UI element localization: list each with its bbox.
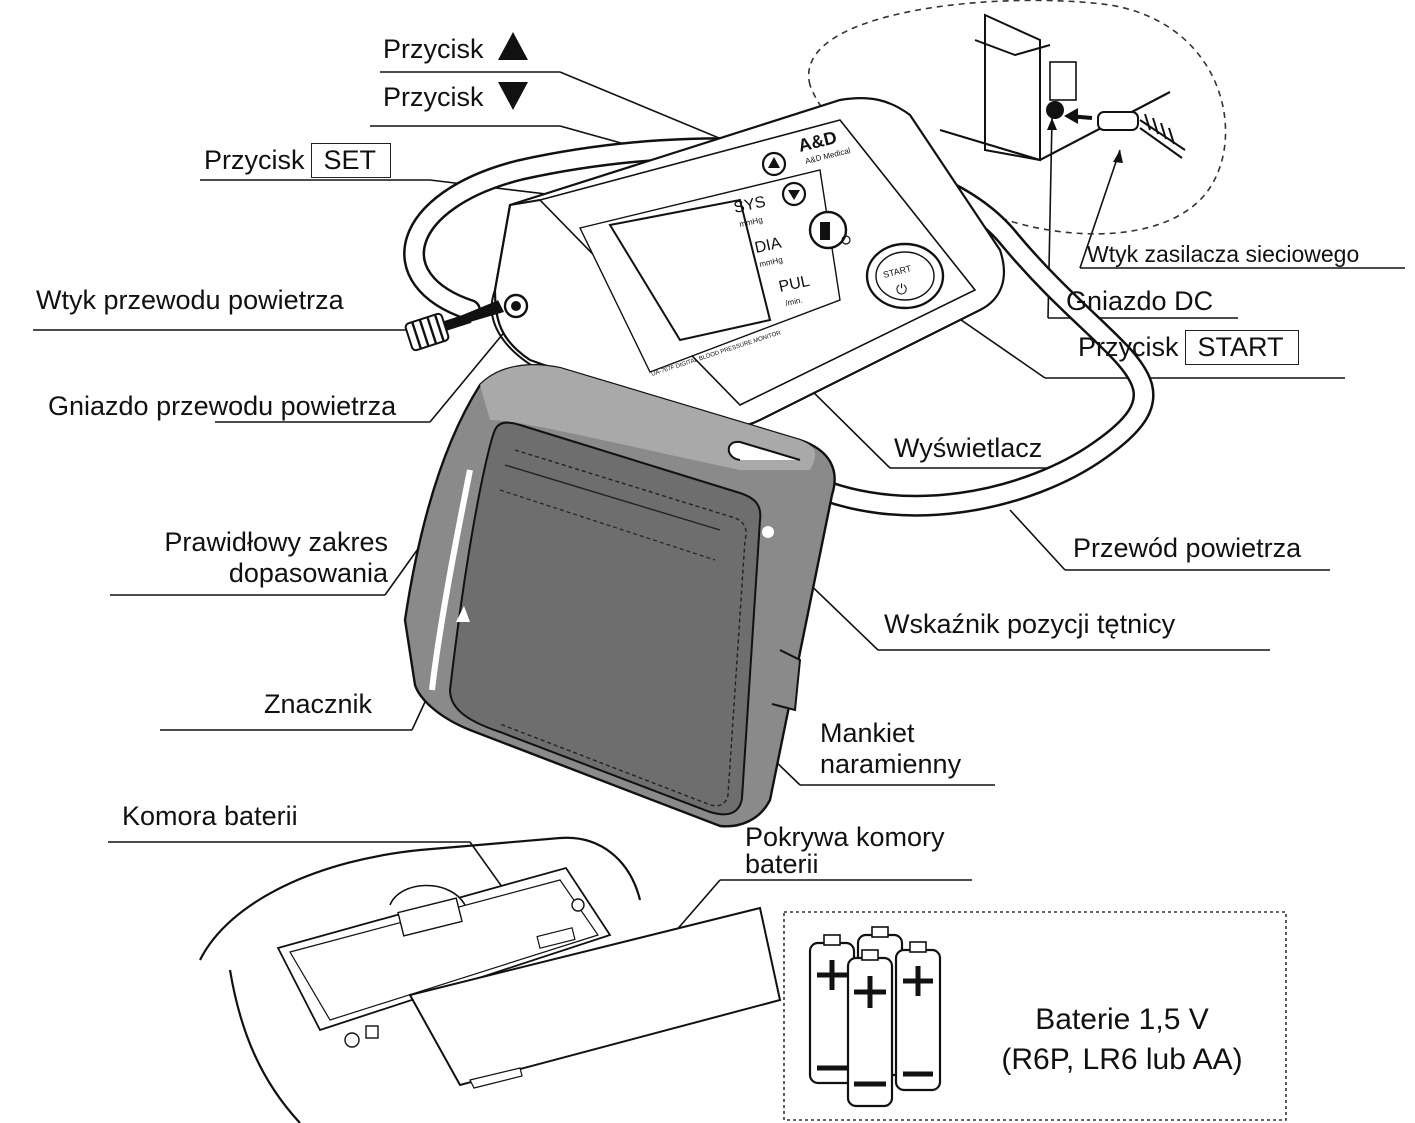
air-hose <box>403 137 1155 517</box>
pul-unit: /min. <box>785 296 804 308</box>
dia-label: DIA <box>753 235 783 257</box>
pul-label: PUL <box>777 273 811 296</box>
label-battery-cover-line1: Pokrywa komory <box>745 822 945 852</box>
battery-cover <box>408 906 782 1087</box>
arm-cuff <box>403 364 836 828</box>
battery-compartment <box>199 836 782 1123</box>
label-set-text: Przycisk <box>204 145 305 175</box>
label-fit-range-line2: dopasowania <box>228 558 388 588</box>
label-air-hose-plug: Wtyk przewodu powietrza <box>36 285 344 315</box>
label-air-hose: Przewód powietrza <box>1073 533 1302 563</box>
set-key-box: SET <box>310 143 392 178</box>
label-fit-range-line1: Prawidłowy zakres <box>164 527 388 557</box>
label-display: Wyświetlacz <box>894 433 1043 463</box>
battery-icon <box>808 926 942 1108</box>
label-cuff: Mankiet naramienny <box>820 718 961 780</box>
triangle-down-icon <box>497 82 528 110</box>
air-hose-plug <box>404 300 504 352</box>
triangle-up-icon <box>497 32 528 60</box>
label-battery-cover-line2: baterii <box>745 849 819 879</box>
label-dc-jack: Gniazdo DC <box>1066 286 1214 316</box>
power-icon: ⏻ <box>896 281 907 297</box>
label-marker: Znacznik <box>264 689 373 719</box>
monitor-body: A&D A&D Medical SYS mmHg DIA mmHg PUL /m… <box>490 97 1005 429</box>
label-artery-indicator: Wskaźnik pozycji tętnicy <box>884 609 1176 639</box>
label-down-text: Przycisk <box>383 82 484 112</box>
artery-marker <box>762 526 774 538</box>
label-ac-adapter-plug: Wtyk zasilacza sieciowego <box>1087 241 1360 267</box>
label-air-hose-socket: Gniazdo przewodu powietrza <box>48 391 397 421</box>
sys-label: SYS <box>732 194 767 217</box>
label-cuff-line1: Mankiet <box>820 718 915 748</box>
label-battery-cover: Pokrywa komory baterii <box>745 822 945 880</box>
index-marker <box>456 606 470 622</box>
label-up-text: Przycisk <box>383 34 484 64</box>
label-up-button: Przycisk <box>383 32 528 64</box>
label-battery-compartment: Komora baterii <box>122 801 298 831</box>
start-key <box>865 242 945 310</box>
label-fit-range: Prawidłowy zakres dopasowania <box>138 527 388 589</box>
start-key-box: START <box>1184 330 1299 365</box>
label-cuff-line2: naramienny <box>820 749 962 779</box>
battery-panel-line2: (R6P, LR6 lub AA) <box>1001 1043 1243 1076</box>
battery-panel-line1: Baterie 1,5 V <box>1035 1003 1209 1036</box>
label-down-button: Przycisk <box>383 82 528 112</box>
label-start-text: Przycisk <box>1078 332 1179 362</box>
lcd-screen <box>608 198 772 342</box>
battery-panel-text: Baterie 1,5 V (R6P, LR6 lub AA) <box>962 1000 1282 1080</box>
